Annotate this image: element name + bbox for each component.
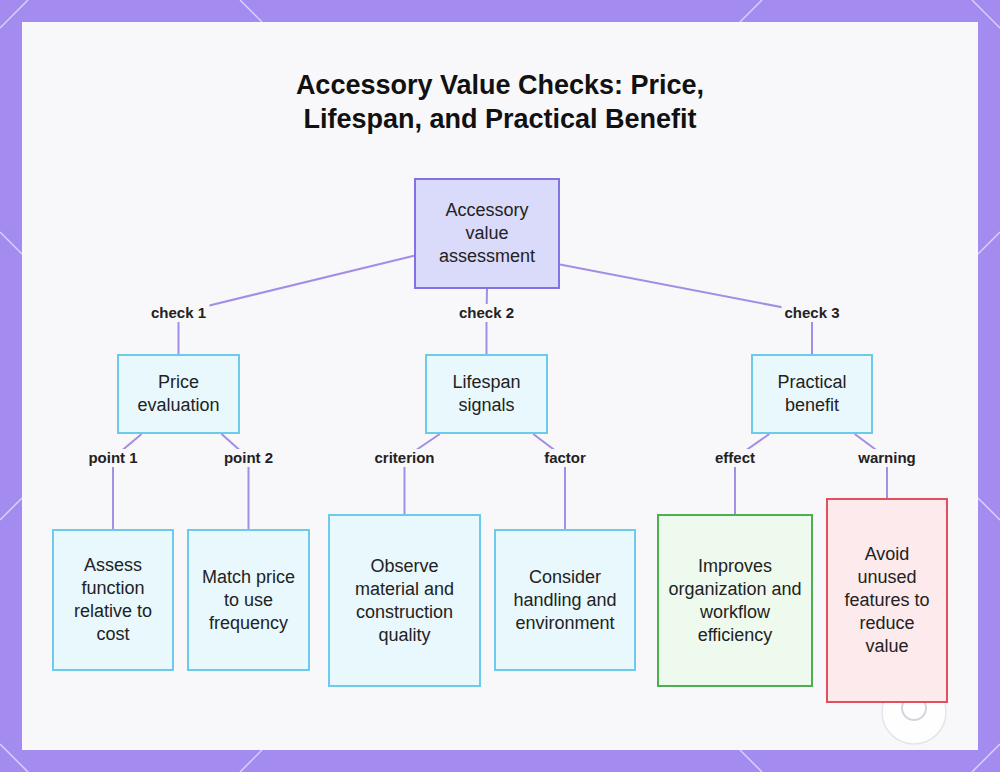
frame-line [972, 0, 1000, 28]
edge-label: check 1 [148, 304, 209, 322]
frame-line [0, 498, 22, 520]
node-text: Practical benefit [761, 371, 863, 417]
detail-box: Match price to use frequency [187, 529, 310, 671]
connector-line [405, 434, 440, 514]
node-text: Price evaluation [127, 371, 230, 417]
node-text: Avoid unused features to reduce value [836, 543, 938, 658]
root-box: Accessory value assessment [414, 178, 560, 289]
edge-label: point 1 [85, 449, 140, 467]
edge-label: warning [855, 449, 919, 467]
node-text: Observe material and construction qualit… [338, 555, 471, 647]
warning-box: Avoid unused features to reduce value [826, 498, 948, 703]
frame-line [0, 232, 22, 254]
connector-line [560, 265, 812, 354]
frame-line [240, 750, 262, 772]
frame-line [740, 0, 762, 22]
node-text: Improves organization and workflow effic… [667, 555, 803, 647]
frame-line [978, 498, 1000, 520]
check-box: Price evaluation [117, 354, 240, 434]
frame-line [240, 0, 262, 22]
detail-box: Consider handling and environment [494, 529, 636, 671]
connector-line [735, 434, 769, 514]
frame-line [0, 0, 28, 28]
diagram-title: Accessory Value Checks: Price, Lifespan,… [250, 68, 750, 136]
frame-line [972, 744, 1000, 772]
edge-label: effect [712, 449, 758, 467]
edge-label: criterion [371, 449, 437, 467]
edge-label: check 2 [456, 304, 517, 322]
node-text: Consider handling and environment [504, 566, 626, 635]
frame-line [0, 744, 28, 772]
node-text: Match price to use frequency [197, 566, 300, 635]
effect-box: Improves organization and workflow effic… [657, 514, 813, 687]
detail-box: Observe material and construction qualit… [328, 514, 481, 687]
check-box: Lifespan signals [425, 354, 548, 434]
node-text: Accessory value assessment [424, 199, 550, 268]
frame-line [740, 750, 762, 772]
frame-line [978, 232, 1000, 254]
edge-label: point 2 [221, 449, 276, 467]
edge-label: check 3 [781, 304, 842, 322]
check-box: Practical benefit [751, 354, 873, 434]
node-text: Assess function relative to cost [62, 554, 164, 646]
detail-box: Assess function relative to cost [52, 529, 174, 671]
node-text: Lifespan signals [435, 371, 538, 417]
connector-line [179, 256, 415, 354]
edge-label: factor [541, 449, 589, 467]
